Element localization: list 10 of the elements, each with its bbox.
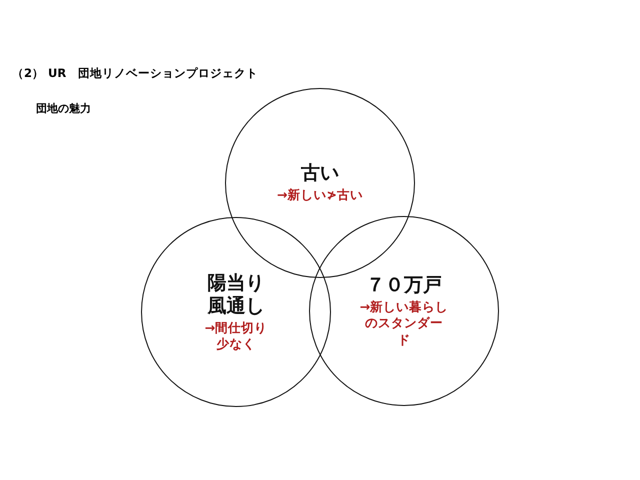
page-title: （2） UR 団地リノベーションプロジェクト xyxy=(12,66,258,81)
circle-heading: 古い xyxy=(301,162,339,186)
circle-note: →間仕切り少なく xyxy=(204,320,268,352)
circle-heading: ７０万戸 xyxy=(366,274,442,298)
venn-circle xyxy=(141,217,331,407)
circle-note: →新しい≯古い xyxy=(277,187,363,204)
circle-note: →新しい暮らしのスタンダード xyxy=(360,299,448,348)
section-heading: 団地の魅力 xyxy=(36,101,91,116)
venn-circle xyxy=(309,216,499,406)
circle-heading: 陽当り風通し xyxy=(206,272,266,318)
